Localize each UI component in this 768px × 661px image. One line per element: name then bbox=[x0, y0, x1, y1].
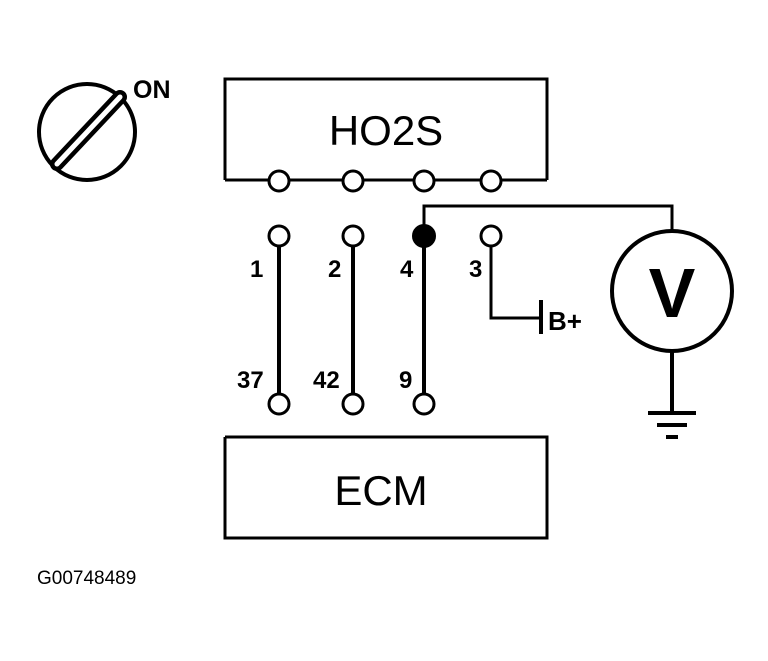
terminal-2 bbox=[341, 224, 365, 248]
ground-symbol bbox=[648, 351, 696, 439]
ignition-on-label: ON bbox=[133, 76, 171, 104]
pin-label-2: 2 bbox=[328, 256, 341, 283]
b-plus-wire bbox=[489, 247, 541, 320]
ho2s-connector bbox=[267, 169, 503, 193]
terminal-4-probe bbox=[412, 224, 436, 248]
figure-id: G00748489 bbox=[37, 568, 136, 589]
ecm-box bbox=[223, 435, 549, 540]
terminal-42 bbox=[341, 392, 365, 416]
jumper-wires bbox=[277, 245, 426, 395]
terminal-1 bbox=[267, 224, 291, 248]
terminal-37 bbox=[267, 392, 291, 416]
terminal-9 bbox=[412, 392, 436, 416]
terminal-3 bbox=[479, 224, 503, 248]
ho2s-label: HO2S bbox=[329, 107, 443, 154]
pin-label-42: 42 bbox=[313, 367, 340, 394]
voltmeter-label: V bbox=[649, 254, 696, 332]
harness-top-terminals bbox=[267, 224, 503, 248]
pin-label-3: 3 bbox=[469, 256, 482, 283]
ho2s-pin-2 bbox=[341, 169, 365, 193]
pin-label-9: 9 bbox=[399, 367, 412, 394]
meter-probe-wire bbox=[422, 204, 674, 248]
b-plus-label: B+ bbox=[548, 306, 582, 336]
ecm-label: ECM bbox=[334, 467, 427, 514]
pin-label-1: 1 bbox=[250, 256, 263, 283]
ho2s-pin-1 bbox=[267, 169, 291, 193]
pin-label-37: 37 bbox=[237, 367, 264, 394]
ho2s-pin-3 bbox=[479, 169, 503, 193]
ignition-switch bbox=[37, 82, 137, 182]
harness-bottom-terminals bbox=[267, 392, 436, 416]
pin-label-4: 4 bbox=[400, 256, 414, 283]
ho2s-pin-4 bbox=[412, 169, 436, 193]
